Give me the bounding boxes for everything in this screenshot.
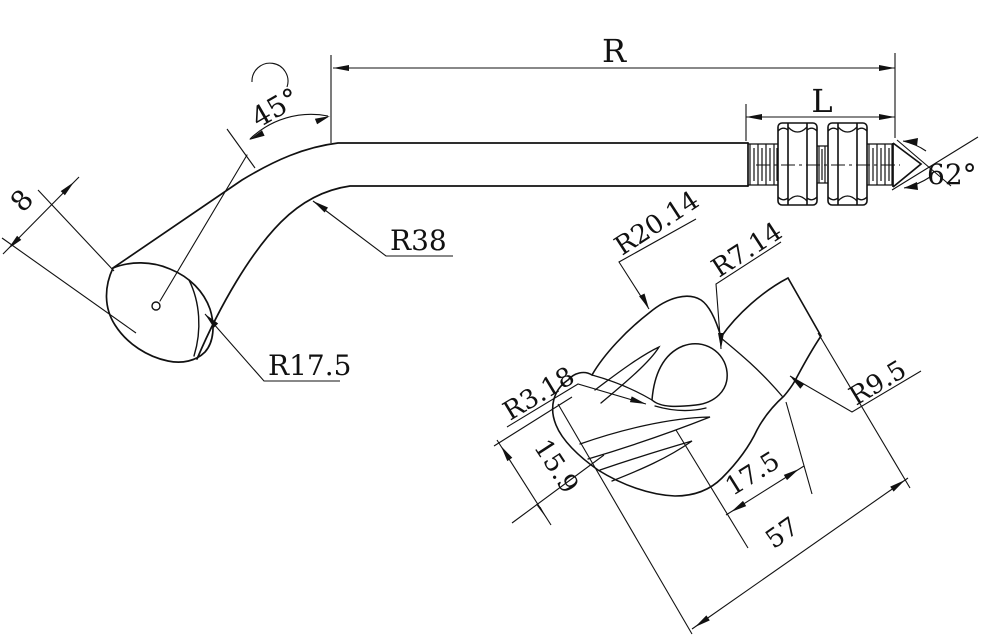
thread-crests-2 xyxy=(818,146,826,183)
detail-leaf-1 xyxy=(594,345,661,404)
arrow-17.5-left xyxy=(731,500,747,512)
leader-R7.14 xyxy=(715,241,782,350)
detail-view xyxy=(551,276,822,497)
hex-nut-2 xyxy=(827,122,868,206)
leader-R17.5 xyxy=(204,313,340,382)
dimension-labels: R L 45° 8 R38 R17.5 62° R20.14 R7.14 R3.… xyxy=(4,32,977,555)
arrow-17.5-right xyxy=(783,469,799,481)
ext-17.5-right xyxy=(785,401,813,495)
label-thread-length: L xyxy=(811,82,832,120)
detail-hole xyxy=(651,343,728,408)
main-view xyxy=(105,142,749,363)
arrow-R-right xyxy=(879,65,895,71)
arrow-R9.5 xyxy=(790,376,805,389)
detail-arrowheads xyxy=(501,293,905,627)
label-hole-radius: R7.14 xyxy=(706,217,787,284)
arrow-L-right xyxy=(879,114,895,120)
dim-arc-45 xyxy=(249,113,329,140)
thread-section xyxy=(748,143,893,186)
detail-under-hole-crease xyxy=(654,405,707,412)
label-bend-angle: 45° xyxy=(246,81,305,134)
arrow-R3.18 xyxy=(629,396,646,404)
ext-57-left xyxy=(557,403,693,635)
ext-17.5-left xyxy=(675,429,749,549)
label-tip-angle: 62° xyxy=(927,158,977,191)
arrow-8-lower xyxy=(8,235,22,249)
ext-57-right xyxy=(817,332,911,489)
arrow-R7.14 xyxy=(718,333,724,349)
cone-tip xyxy=(756,142,923,188)
arrow-45-left xyxy=(249,130,265,140)
arrow-62-lower xyxy=(904,182,918,190)
arrow-15.9-lower xyxy=(535,503,547,519)
rod-bottom-edge xyxy=(196,185,749,360)
label-detail-width: 15.9 xyxy=(527,434,584,499)
dim-line-57 xyxy=(691,477,909,630)
main-arrowheads xyxy=(8,65,918,328)
arrow-R38 xyxy=(313,201,328,213)
detail-leaf-3 xyxy=(599,440,693,482)
spoon-center-hole xyxy=(151,301,161,311)
arrow-62-upper xyxy=(903,138,918,146)
hex-nut-1 xyxy=(777,122,818,206)
detail-outline xyxy=(551,276,822,497)
ext-line-8b xyxy=(1,237,137,334)
arrow-8-upper xyxy=(60,182,74,196)
ext-line-45 xyxy=(226,128,256,169)
arrow-57-left xyxy=(695,615,710,627)
detail-top-crease xyxy=(591,374,653,401)
label-overall-length: R xyxy=(602,32,627,70)
label-bend-radius: R38 xyxy=(390,224,447,257)
angle-arc-symbol xyxy=(251,62,289,88)
tip-angle-lines xyxy=(891,136,979,191)
leader-R20.14 xyxy=(618,218,697,310)
arrow-R-left xyxy=(333,65,349,71)
leader-R3.18 xyxy=(506,383,647,428)
arrow-L-left xyxy=(746,114,762,120)
label-edge-radius: R9.5 xyxy=(844,355,912,412)
label-spoon-radius: R17.5 xyxy=(268,349,351,382)
thread-crests-1 xyxy=(749,144,778,185)
arrow-45-right xyxy=(314,116,330,125)
arrow-15.9-upper xyxy=(501,446,513,462)
arrow-R17.5 xyxy=(205,314,219,328)
rod-top-edge xyxy=(112,142,749,269)
detail-blade-inner-curve xyxy=(720,337,783,397)
detail-dimensions xyxy=(493,218,922,635)
arrow-R20.14 xyxy=(639,293,649,309)
arrow-57-right xyxy=(890,480,905,492)
detail-leaf-2 xyxy=(579,416,711,460)
label-rod-width: 8 xyxy=(4,183,40,218)
ext-15.9-lower xyxy=(511,454,605,524)
leader-R38 xyxy=(312,200,453,257)
spoon-axis-line xyxy=(159,154,248,302)
main-dimensions xyxy=(1,53,979,382)
leader-R9.5 xyxy=(789,370,922,413)
spoon-outline xyxy=(105,262,214,363)
spoon-rim-arc xyxy=(188,279,200,357)
ext-line-8a xyxy=(37,189,115,272)
label-hump-radius: R20.14 xyxy=(609,186,704,262)
label-detail-overall: 57 xyxy=(760,512,804,556)
thread-crests-3 xyxy=(868,144,893,185)
label-hole-offset: 17.5 xyxy=(720,446,785,502)
